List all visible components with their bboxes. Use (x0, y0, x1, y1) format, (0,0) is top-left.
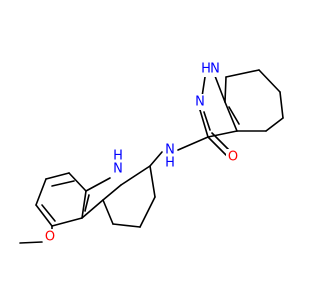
bond-line (225, 69, 260, 78)
atom-label-n: N (210, 62, 220, 77)
atom-label-n: N (195, 95, 205, 110)
amide-nh-group: N H (163, 143, 177, 171)
atom-label-n: N (165, 143, 175, 158)
bond-line (258, 69, 281, 93)
bond-line (112, 223, 141, 228)
atom-label-h: H (201, 62, 211, 77)
bond-line (45, 172, 70, 180)
bond-line (228, 106, 240, 125)
bond-line (51, 180, 75, 187)
bond-line (139, 196, 156, 228)
atom-label-h: H (165, 156, 175, 171)
bond-line (19, 241, 43, 244)
methoxy-o-group: O (43, 229, 57, 245)
carbonyl-o-group: O (226, 149, 240, 165)
bond-line (102, 199, 114, 225)
atom-label-o: O (45, 230, 55, 245)
bond-line (85, 177, 111, 192)
bond-line (203, 111, 211, 131)
bond-line (102, 184, 122, 201)
bond-line (177, 136, 209, 151)
bond-line (81, 199, 104, 219)
bond-line (199, 109, 209, 138)
bond-line (149, 151, 163, 167)
bond-line (51, 217, 83, 227)
bond-line (68, 172, 87, 192)
bond-line (279, 91, 284, 119)
molecule-diagram: H N N N H O H N O (0, 0, 300, 300)
bond-line (265, 117, 284, 132)
pyrazole-nh-group: H N (199, 61, 221, 77)
background (0, 0, 300, 300)
bond-line (35, 204, 53, 227)
bond-line (207, 136, 227, 156)
carbazole-nh-group: H N (111, 149, 125, 177)
atom-label-h: H (113, 149, 123, 164)
bond-line (224, 101, 238, 132)
atom-label-o: O (228, 150, 238, 165)
bond-line (81, 190, 87, 219)
bond-line (214, 75, 226, 103)
atom-label-n: N (113, 162, 123, 177)
bond-line (211, 132, 231, 152)
bond-line (120, 165, 151, 186)
bond-layer (19, 69, 284, 244)
pyrazole-n-group: N (193, 94, 207, 110)
bond-line (84, 194, 90, 212)
bond-line (207, 130, 238, 138)
bond-line (35, 178, 47, 206)
bond-line (41, 204, 56, 222)
bond-line (149, 165, 156, 198)
bond-line (224, 76, 227, 103)
